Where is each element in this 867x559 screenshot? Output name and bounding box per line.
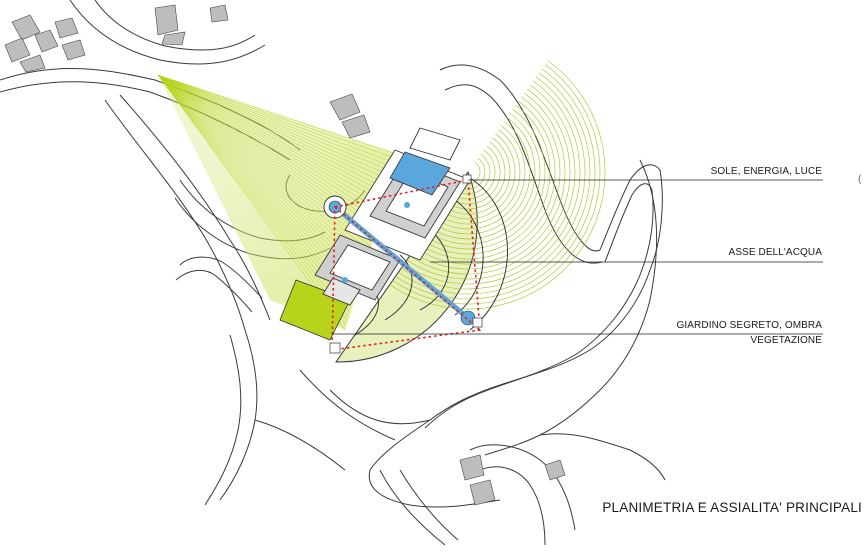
garden-arc [449,145,501,205]
fan-ray [157,74,395,173]
fan-ray [157,74,392,182]
terrain-linework [0,0,666,546]
fan-ray [157,74,399,160]
fan-ray [157,74,396,169]
context-buildings [4,4,371,139]
fan-ray [157,74,388,195]
label-secret-garden: GIARDINO SEGRETO, OMBRA [676,320,822,331]
fan-ray [157,74,368,261]
fan-ray [157,74,387,199]
fan-ray [157,74,358,291]
garden-arcs [389,60,606,310]
garden-arc [418,100,556,260]
garden-arc [409,88,571,275]
fan-ray [157,74,365,269]
fan-ray [157,74,385,204]
garden-arc [443,137,511,215]
fan-ray [157,74,398,164]
water-pool [389,151,451,196]
garden-arc [421,105,551,255]
context-buildings-bottom [459,454,566,506]
garden-arc [455,153,491,195]
fan-ray [157,74,380,221]
diagram-title: PLANIMETRIA E ASSIALITA' PRINCIPALI [602,500,862,515]
fan-ray [157,74,355,300]
garden-arc [406,84,576,280]
garden-arc [403,80,581,285]
label-vegetation: VEGETAZIONE [750,335,822,346]
fan-ray [157,74,401,156]
garden-arc [423,109,546,250]
fan-rays [157,74,401,331]
fan-ray [157,74,350,318]
fan-ray [157,74,361,283]
label-sun-energy-light: SOLE, ENERGIA, LUCE [710,166,822,177]
red-axis-frame [331,179,481,351]
fan-ray [157,74,364,274]
fan-ray [157,74,366,265]
fan-ray [157,74,381,217]
garden-arc [429,117,536,240]
fan-ray [157,74,348,322]
fan-ray [157,74,359,287]
fan-ray [157,74,357,296]
fan-ray [157,74,384,208]
garden-arc [395,68,596,300]
garden-arc [389,60,606,310]
label-water-axis: ASSE DELL'ACQUA [728,247,822,258]
fan-ray [157,74,391,186]
garden-arc [438,129,521,225]
fan-ray [157,74,347,326]
garden-arc [398,72,591,295]
fan-ray [157,74,390,191]
garden-arc [446,141,506,210]
garden-arc [435,125,526,230]
leader-lines [332,179,823,335]
garden-arc [401,76,586,290]
garden-arc [432,121,531,235]
garden-arc [415,96,561,265]
margin-mark: ( [858,174,862,185]
garden-arc [426,113,541,245]
corner-markers [329,174,483,354]
garden-arc [412,92,566,270]
garden-arc [441,133,516,220]
fan-ray [157,74,369,256]
fan-ray [157,74,394,178]
garden-arc [452,149,496,200]
fan-ray [157,74,383,213]
fan-ray [157,74,370,252]
fan-ray [157,74,362,278]
